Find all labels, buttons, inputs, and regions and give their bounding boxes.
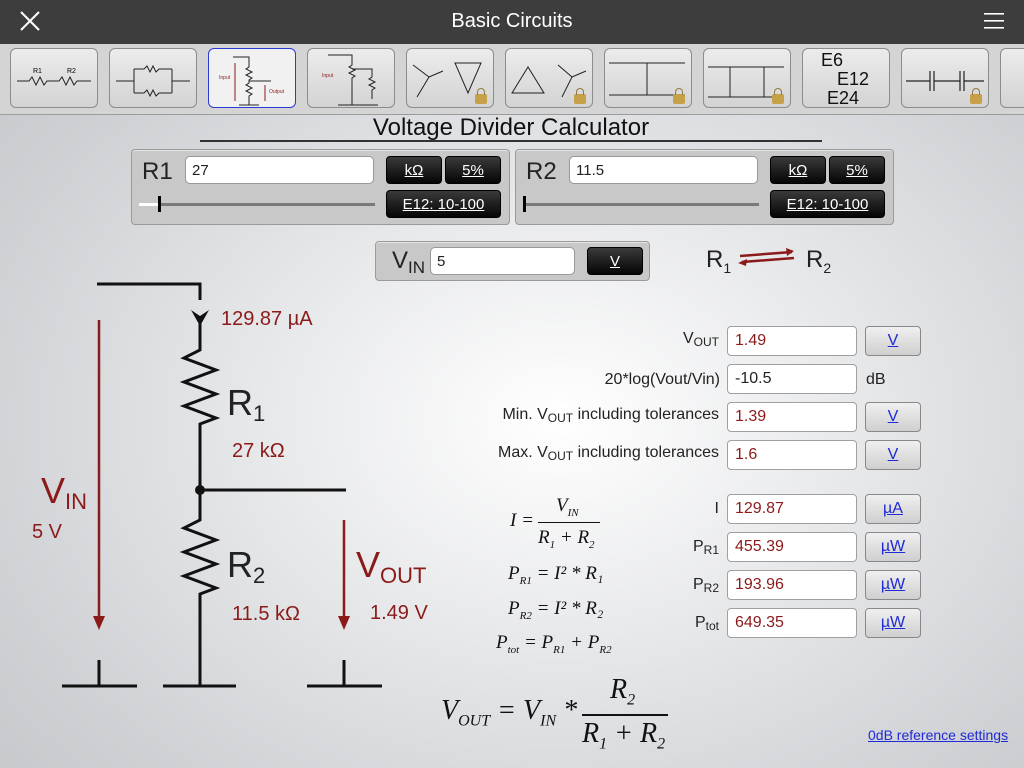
r1-slider-fill [139,203,159,206]
result-label-current: I [714,500,719,517]
vin-input[interactable]: 5 [430,247,575,275]
swap-r1-r2[interactable]: R1 R2 [704,244,834,276]
circuit-vin-value: 5 V [32,521,63,543]
next-thumb-partial[interactable] [1000,48,1024,108]
r1-label: R1 [142,158,173,185]
series-resistors-thumb[interactable]: R1 R2 [10,48,98,108]
swap-arrows-icon [738,248,795,266]
swap-right-label: R2 [806,246,832,276]
r1-unit-button[interactable]: kΩ [386,156,442,184]
e-series-thumb[interactable]: E6 E12 E24 [802,48,890,108]
result-unit-vout-button[interactable]: V [865,326,921,356]
circuit-r2-label: R2 [227,544,266,588]
r1-input[interactable]: 27 [185,156,374,184]
circuit-vout-value: 1.49 V [370,602,428,624]
vin-panel: VIN 5 V [375,241,650,281]
r2-label: R2 [526,158,557,185]
swap-left-label: R1 [706,246,732,276]
t-attenuator-thumb[interactable] [604,48,692,108]
circuit-vin-label: VIN [41,470,88,514]
heading-divider [200,140,822,142]
r2-series-button[interactable]: E12: 10-100 [770,190,885,218]
lock-icon [772,88,784,104]
result-label-vout: VOUT [682,330,719,349]
result-label-power-r2: PR2 [692,576,719,595]
r2-unit-button[interactable]: kΩ [770,156,826,184]
power-r1-formula: PR1 = I² * R₁ [508,563,604,587]
result-label-vout-max: Max. VOUT including tolerances [497,444,719,463]
r1-panel: R1 27 kΩ 5% E12: 10-100 [131,149,510,225]
result-unit-gain-db: dB [866,371,886,388]
lock-icon [574,88,586,104]
capacitors-thumb[interactable] [901,48,989,108]
e-series-line-3: E24 [827,88,860,108]
svg-text:Output: Output [269,89,285,95]
result-unit-vout-min-button[interactable]: V [865,402,921,432]
circuit-r2-value: 11.5 kΩ [232,603,300,625]
circuit-current-label: 129.87 µA [221,308,313,330]
r2-tolerance-button[interactable]: 5% [829,156,885,184]
voltage-divider-schematic [62,282,382,688]
lock-icon [673,88,685,104]
svg-text:Input: Input [219,75,231,81]
wye-delta-thumb[interactable] [505,48,593,108]
svg-text:Input: Input [322,73,334,79]
circuit-vout-label: VOUT [356,544,427,588]
title-bar: Basic Circuits [0,0,1024,44]
result-value-power-r1[interactable]: 455.39 [727,532,857,562]
result-label-power-total: Ptot [694,614,719,633]
result-value-power-r2[interactable]: 193.96 [727,570,857,600]
result-label-gain-db: 20*log(Vout/Vin) [604,371,720,388]
delta-wye-thumb[interactable] [406,48,494,108]
pi-attenuator-thumb[interactable] [703,48,791,108]
e-series-line-2: E12 [837,69,870,89]
r1-series-button[interactable]: E12: 10-100 [386,190,501,218]
result-unit-current-button[interactable]: µA [865,494,921,524]
result-unit-power-r1-button[interactable]: µW [865,532,921,562]
r2-panel: R2 11.5 kΩ 5% E12: 10-100 [515,149,894,225]
result-value-current[interactable]: 129.87 [727,494,857,524]
parallel-resistors-thumb[interactable] [109,48,197,108]
r1-slider[interactable] [139,203,375,206]
result-label-power-r1: PR1 [692,538,719,557]
zero-db-reference-settings-link[interactable]: 0dB reference settings [868,727,1009,743]
vin-unit-button[interactable]: V [587,247,643,275]
calculator-heading: Voltage Divider Calculator [372,114,650,141]
result-value-vout-min[interactable]: 1.39 [727,402,857,432]
lock-icon [475,88,487,104]
power-r2-formula: PR2 = I² * R₂ [508,598,604,622]
result-unit-power-r2-button[interactable]: µW [865,570,921,600]
svg-text:R2: R2 [67,68,76,75]
svg-text:R1: R1 [33,68,42,75]
circuit-r1-label: R1 [227,382,266,426]
vin-label: VIN [392,247,426,277]
result-value-gain-db[interactable]: -10.5 [727,364,857,394]
r2-input[interactable]: 11.5 [569,156,758,184]
loaded-divider-thumb[interactable]: Input [307,48,395,108]
app-title: Basic Circuits [451,10,573,32]
result-label-vout-min: Min. VOUT including tolerances [502,406,719,425]
r1-slider-thumb[interactable] [158,196,161,212]
r2-slider-thumb[interactable] [523,196,526,212]
hamburger-menu-icon[interactable] [984,12,1004,30]
r1-tolerance-button[interactable]: 5% [445,156,501,184]
lock-icon [970,88,982,104]
e-series-line-1: E6 [821,50,844,70]
result-unit-power-total-button[interactable]: µW [865,608,921,638]
circuit-r1-value: 27 kΩ [232,440,285,462]
result-value-power-total[interactable]: 649.35 [727,608,857,638]
close-icon[interactable] [19,10,41,32]
result-value-vout-max[interactable]: 1.6 [727,440,857,470]
r2-slider[interactable] [523,203,759,206]
result-value-vout[interactable]: 1.49 [727,326,857,356]
power-total-formula: Ptot = PR1 + PR2 [496,632,612,656]
result-unit-vout-max-button[interactable]: V [865,440,921,470]
